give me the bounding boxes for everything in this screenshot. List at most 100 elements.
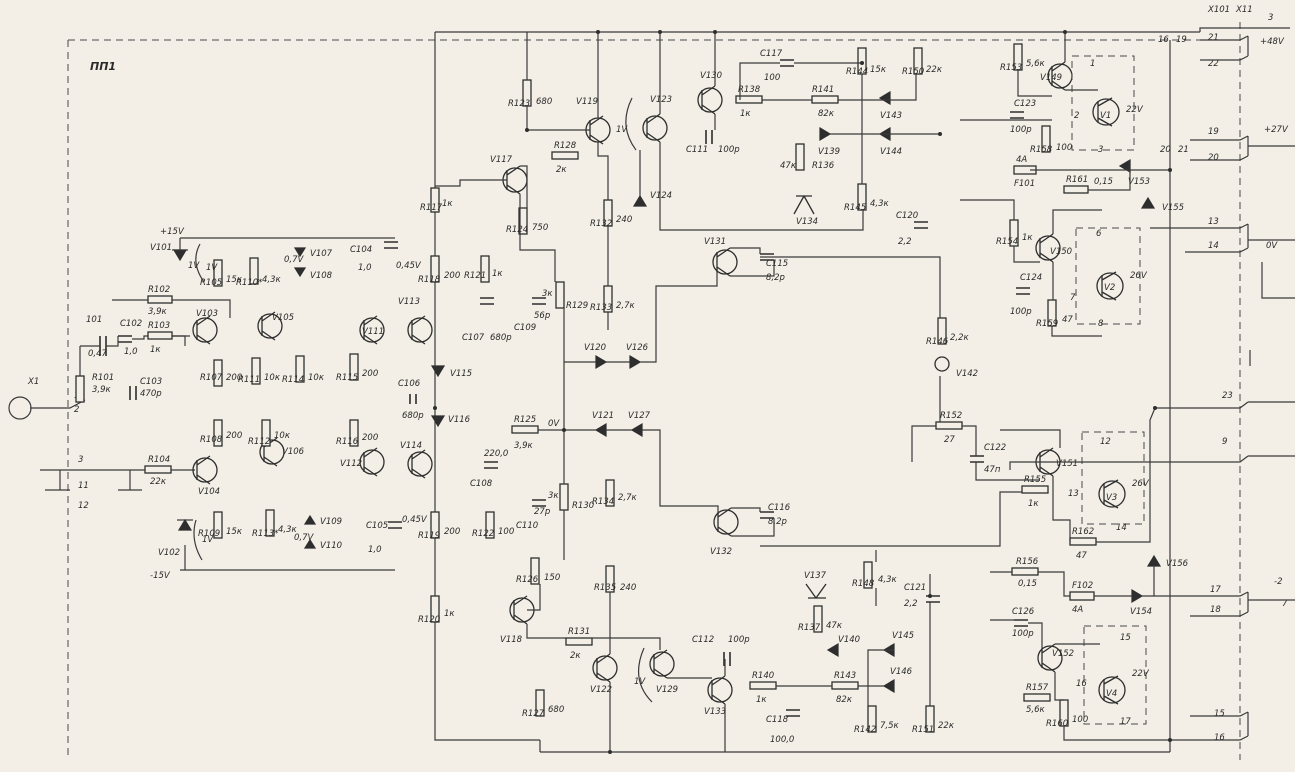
c103-body	[129, 386, 137, 400]
pin-18: 18	[1210, 605, 1221, 615]
x11-pins-0v	[1150, 223, 1295, 253]
r109-body	[213, 511, 223, 539]
r148-val: 4,3к	[878, 575, 898, 585]
pin-19b: 19	[1176, 35, 1187, 45]
wire-v132	[731, 491, 1022, 547]
c121-val: 2,2	[904, 599, 918, 609]
v131-ref: V131	[704, 237, 726, 247]
v1-pin1: 1	[1090, 59, 1095, 69]
v144-ref: V144	[880, 147, 902, 157]
x11-pins-27v	[1190, 135, 1295, 161]
c109-ref: C109	[514, 323, 536, 333]
r158-body	[1041, 125, 1051, 153]
r120-ref: R120	[418, 615, 440, 625]
r140-val: 1к	[756, 695, 767, 705]
r161-ref: R161	[1066, 175, 1088, 185]
r133-ref: R133	[590, 303, 612, 313]
v122-ref: V122	[590, 685, 612, 695]
r134-ref: R134	[592, 497, 614, 507]
r116-body	[349, 419, 359, 447]
r159-val: 47	[1062, 315, 1073, 325]
c108-ref: C108	[470, 479, 493, 489]
c120-ref: C120	[896, 211, 918, 221]
v07b-label: 0,7V	[294, 533, 315, 543]
v150-transistor	[1035, 233, 1061, 263]
r114-ref: R114	[282, 375, 304, 385]
r105-body	[213, 259, 223, 287]
x1-pin3: 3	[78, 455, 83, 465]
r141-ref: R141	[812, 85, 834, 95]
v114-transistor	[407, 449, 433, 479]
r144-val: 15к	[870, 65, 887, 75]
r122-ref: R122	[472, 529, 494, 539]
x1-pin12: 12	[78, 501, 89, 511]
r110-body	[249, 257, 259, 285]
v1-enclosure	[1071, 55, 1135, 151]
v120-diode	[595, 354, 608, 370]
r161-body	[1063, 185, 1089, 194]
c102-val: 1,0	[124, 347, 138, 357]
r137-val: 47к	[826, 621, 843, 631]
r138-val: 1к	[740, 109, 751, 119]
r162-ref: R162	[1072, 527, 1094, 537]
c104-body	[384, 241, 398, 249]
wire-v120-v126	[564, 226, 718, 363]
v129-ref: V129	[656, 685, 678, 695]
r141-val: 82к	[818, 109, 835, 119]
r130-val: 3к	[548, 491, 559, 501]
wire-v131	[730, 247, 941, 318]
v143-ref: V143	[880, 111, 902, 121]
rail-plus48-out	[1199, 27, 1290, 32]
v130-ref: V130	[700, 71, 722, 81]
x11-label: X11	[1235, 5, 1253, 15]
v106-ref: V106	[282, 447, 305, 457]
pin-20b: 20	[1160, 145, 1171, 155]
v152-transistor	[1037, 643, 1063, 673]
v2-pin7: 7	[1070, 293, 1076, 303]
c106-body	[409, 394, 417, 404]
c122-val: 47п	[984, 465, 1001, 475]
v4-pin15: 15	[1120, 633, 1131, 643]
v111-ref: V111	[362, 327, 384, 337]
v110-diode	[303, 538, 317, 549]
r143-body	[831, 681, 859, 690]
r131-ref: R131	[568, 627, 590, 637]
r117-val: 1к	[442, 199, 453, 209]
v3-pin12: 12	[1100, 437, 1111, 447]
r158-val: 100	[1056, 143, 1072, 153]
c110-body	[532, 499, 546, 507]
v101-ref: V101	[150, 243, 172, 253]
pin-3: 3	[1268, 13, 1273, 23]
r124-ref: R124	[506, 225, 528, 235]
wire-c117	[739, 62, 940, 184]
r156-ref: R156	[1016, 557, 1039, 567]
v151-ref: V151	[1056, 459, 1078, 469]
c118-body	[786, 709, 800, 717]
r108-body	[213, 419, 223, 447]
wire-v154	[990, 566, 1155, 597]
c126-val: 100р	[1012, 629, 1034, 639]
pin-13: 13	[1208, 217, 1219, 227]
r122-body	[485, 511, 495, 539]
r102-ref: R102	[148, 285, 170, 295]
x1-pin2: 2	[74, 405, 79, 415]
x1-wire	[30, 399, 86, 409]
v143-diode	[878, 90, 891, 106]
r159-ref: R159	[1036, 319, 1058, 329]
r148-ref: R148	[852, 579, 875, 589]
v105-ref: V105	[272, 313, 294, 323]
c104-ref: C104	[350, 245, 372, 255]
r150-ref: R150	[902, 67, 924, 77]
board-outline	[67, 22, 1241, 760]
v3-pin13: 13	[1068, 489, 1079, 499]
voltage-arrows	[193, 97, 653, 703]
v110-ref: V110	[320, 541, 342, 551]
v3-voltage: 26V	[1132, 479, 1150, 489]
c108-val: 220,0	[484, 449, 508, 459]
v115-ref: V115	[450, 369, 472, 379]
r107-val: 200	[226, 373, 242, 383]
c121-ref: C121	[904, 583, 926, 593]
c117-val: 100	[764, 73, 780, 83]
v139-diode	[819, 126, 832, 142]
c111-body	[705, 130, 713, 144]
